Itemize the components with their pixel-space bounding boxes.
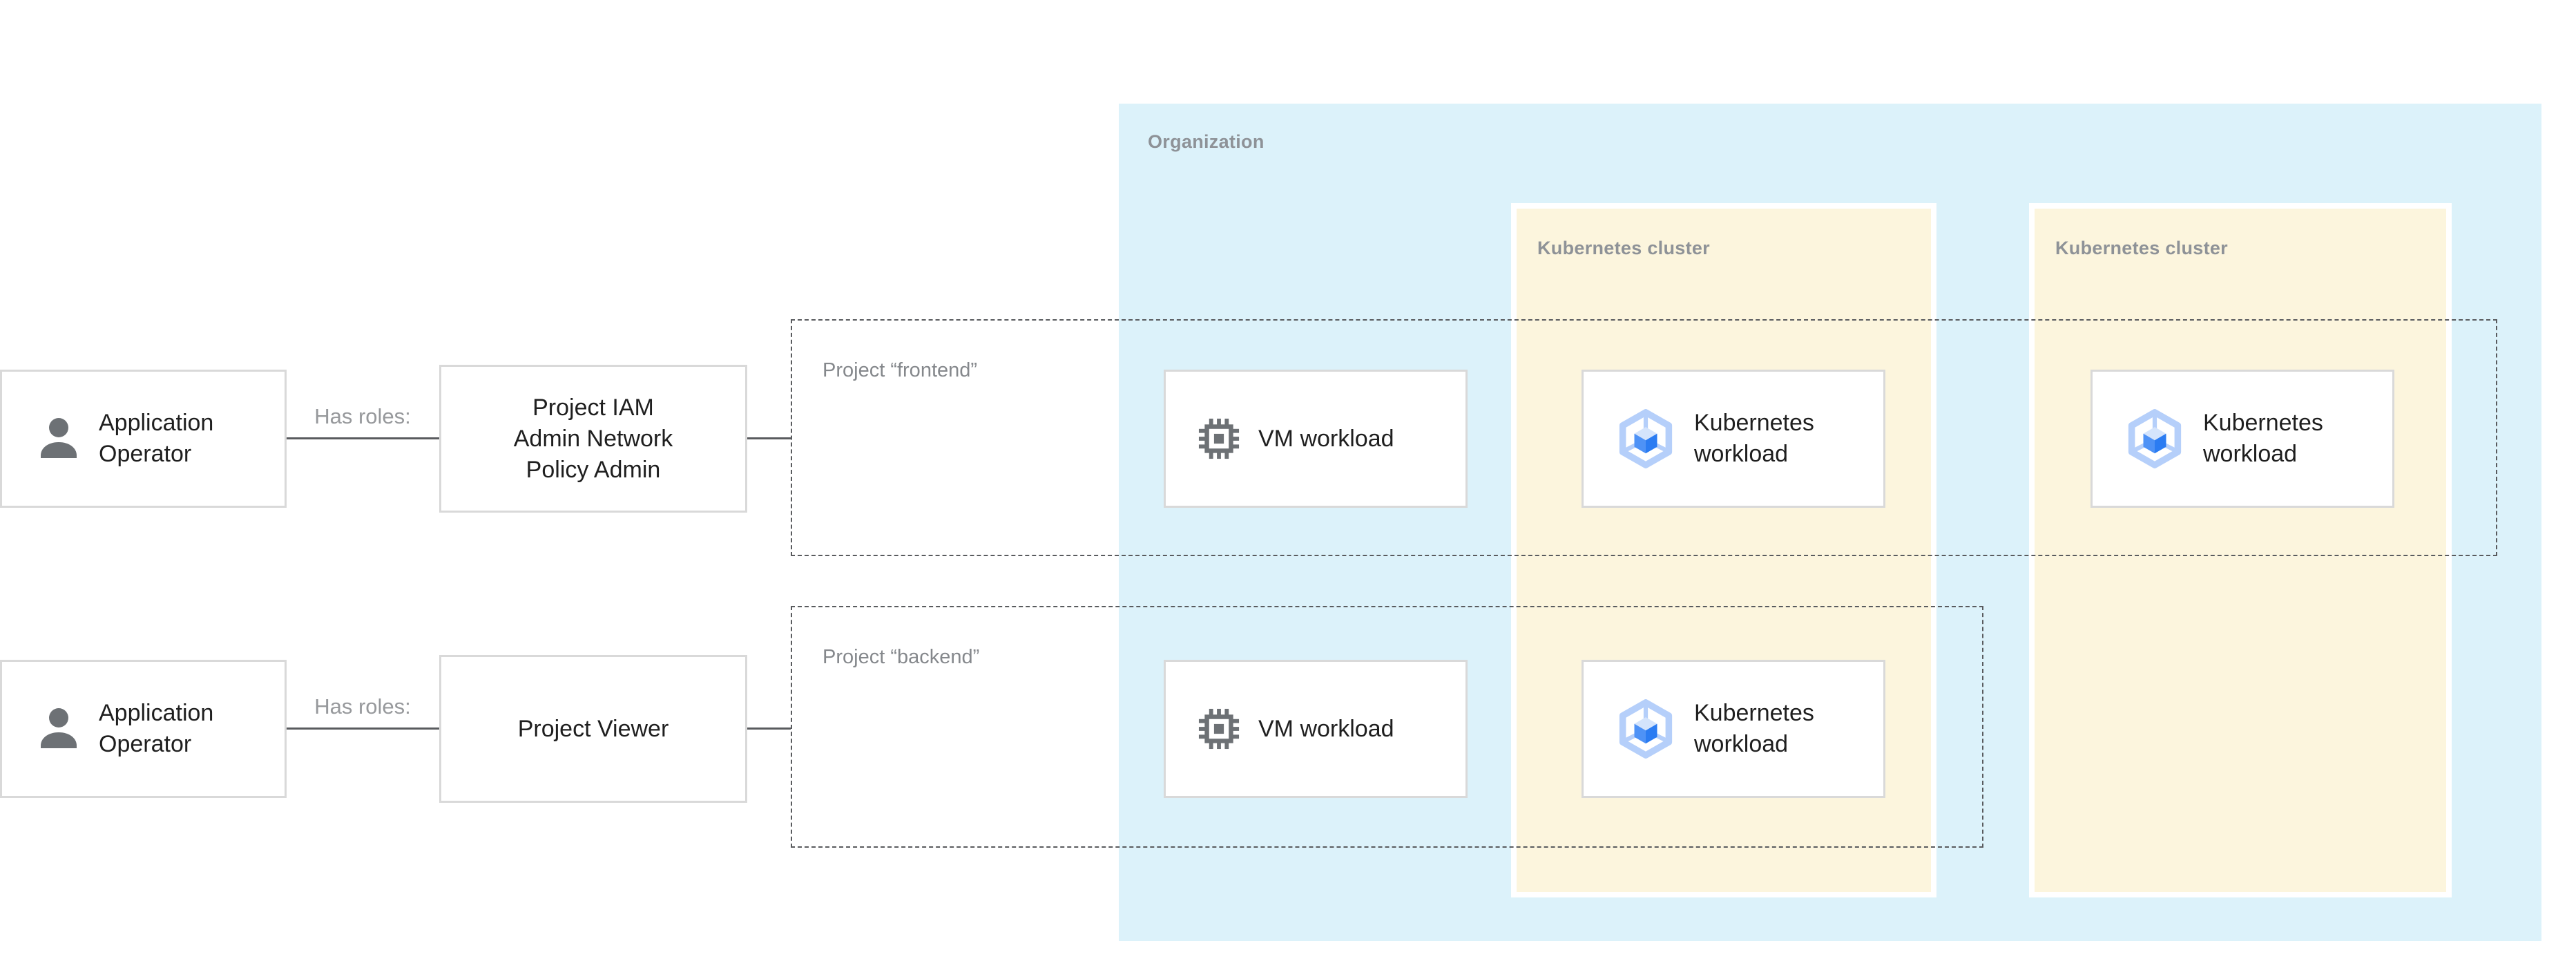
connector-role2-to-project-backend bbox=[747, 728, 791, 730]
cpu-chip-icon bbox=[1198, 708, 1240, 750]
vm-workload-label: VM workload bbox=[1258, 715, 1394, 742]
has-roles-label-1: Has roles: bbox=[314, 404, 411, 428]
role-box-project-iam-admin-network-policy-admin: Project IAM Admin Network Policy Admin bbox=[439, 365, 747, 513]
role-box-project-viewer: Project Viewer bbox=[439, 655, 747, 803]
project-backend-boundary: Project “backend” bbox=[791, 606, 1983, 848]
kubernetes-workload-box-frontend-cluster2: Kubernetes workload bbox=[2090, 370, 2394, 508]
actor-name-1: Application Operator bbox=[99, 410, 214, 467]
project-frontend-label: Project “frontend” bbox=[823, 359, 978, 381]
actor-name-2: Application Operator bbox=[99, 700, 214, 757]
application-operator-box-2: Application Operator bbox=[0, 660, 287, 798]
project-backend-label: Project “backend” bbox=[823, 646, 980, 668]
project-frontend-boundary: Project “frontend” bbox=[791, 319, 2497, 556]
role-text-1: Project IAM Admin Network Policy Admin bbox=[513, 394, 673, 483]
kubernetes-workload-box-frontend-cluster1: Kubernetes workload bbox=[1582, 370, 1885, 508]
person-icon bbox=[41, 708, 77, 748]
gke-cube-hexagon-icon bbox=[1619, 699, 1673, 759]
connector-role1-to-project-frontend bbox=[747, 437, 791, 439]
role-text-2: Project Viewer bbox=[517, 715, 669, 742]
vm-workload-box-frontend: VM workload bbox=[1164, 370, 1468, 508]
person-icon bbox=[41, 418, 77, 458]
gke-cube-hexagon-icon bbox=[2128, 409, 2182, 468]
kubernetes-cluster-label-2: Kubernetes cluster bbox=[2055, 238, 2228, 258]
has-roles-label-2: Has roles: bbox=[314, 694, 411, 719]
kubernetes-workload-box-backend-cluster1: Kubernetes workload bbox=[1582, 660, 1885, 798]
connector-actor1-to-role1 bbox=[287, 437, 439, 439]
organization-label: Organization bbox=[1148, 131, 1265, 152]
application-operator-box-1: Application Operator bbox=[0, 370, 287, 508]
kubernetes-cluster-label-1: Kubernetes cluster bbox=[1537, 238, 1710, 258]
kubernetes-workload-label: Kubernetes workload bbox=[1694, 410, 1814, 467]
cpu-chip-icon bbox=[1198, 418, 1240, 459]
vm-workload-label: VM workload bbox=[1258, 425, 1394, 452]
kubernetes-cluster-zone-2: Kubernetes cluster bbox=[2029, 203, 2452, 897]
vm-workload-box-backend: VM workload bbox=[1164, 660, 1468, 798]
kubernetes-workload-label: Kubernetes workload bbox=[2203, 410, 2323, 467]
connector-actor2-to-role2 bbox=[287, 728, 439, 730]
kubernetes-workload-label: Kubernetes workload bbox=[1694, 700, 1814, 757]
gke-cube-hexagon-icon bbox=[1619, 409, 1673, 468]
